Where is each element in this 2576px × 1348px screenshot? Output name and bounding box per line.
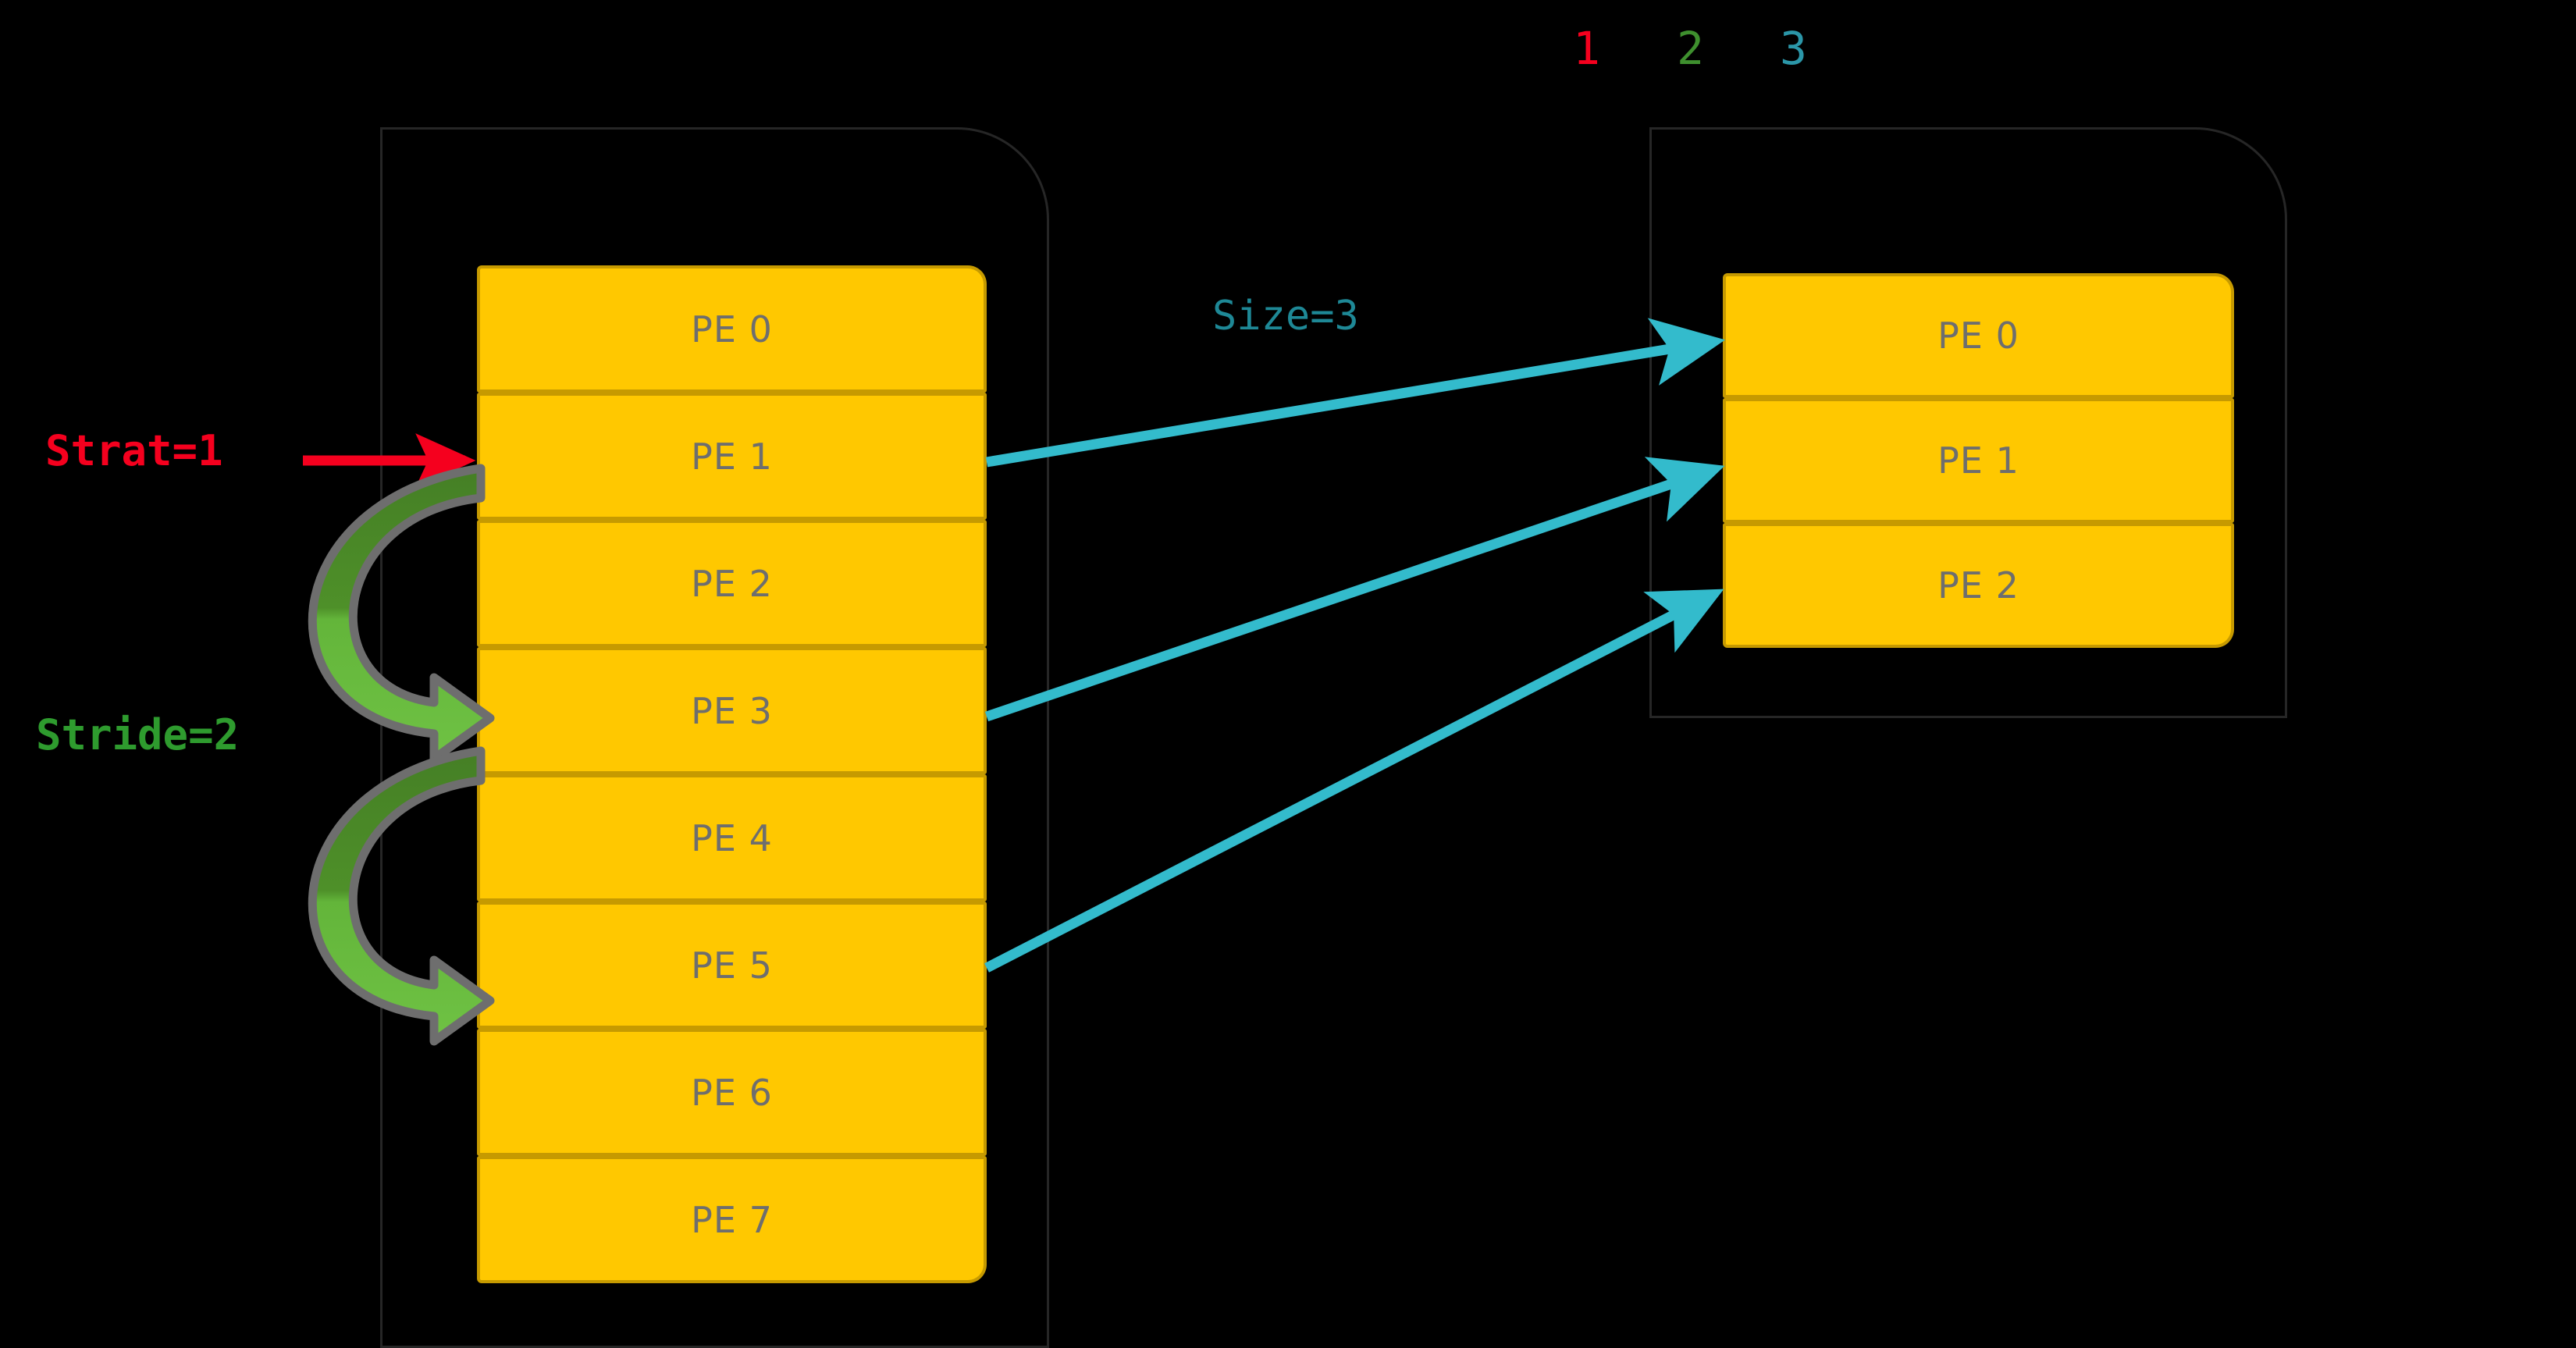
- source-pe-stack: PE 0 PE 1 PE 2 PE 3 PE 4 PE 5 PE 6 PE 7: [477, 265, 987, 1283]
- tick-number-2: 2: [1677, 22, 1704, 75]
- target-pe-block-0[interactable]: PE 0: [1723, 273, 2234, 398]
- start-label: Strat=1: [45, 426, 223, 475]
- tick-number-1: 1: [1573, 22, 1600, 75]
- target-pe-block-2[interactable]: PE 2: [1723, 523, 2234, 648]
- source-pe-block-4[interactable]: PE 4: [477, 774, 987, 902]
- source-pe-block-1[interactable]: PE 1: [477, 393, 987, 520]
- mapping-arrow-pe3-to-pe1: [984, 457, 1725, 722]
- size-label: Size=3: [1212, 293, 1359, 340]
- source-pe-block-6[interactable]: PE 6: [477, 1029, 987, 1156]
- source-pe-block-3[interactable]: PE 3: [477, 647, 987, 774]
- target-pe-stack: PE 0 PE 1 PE 2: [1723, 273, 2234, 648]
- stride-label: Stride=2: [36, 710, 240, 759]
- mapping-arrow-pe5-to-pe2: [984, 589, 1724, 973]
- tick-number-3: 3: [1780, 22, 1807, 75]
- source-pe-block-2[interactable]: PE 2: [477, 520, 987, 647]
- source-pe-block-0[interactable]: PE 0: [477, 265, 987, 393]
- target-pe-block-1[interactable]: PE 1: [1723, 398, 2234, 523]
- mapping-arrow-pe1-to-pe0: [985, 318, 1726, 468]
- source-pe-block-7[interactable]: PE 7: [477, 1156, 987, 1283]
- source-pe-block-5[interactable]: PE 5: [477, 902, 987, 1029]
